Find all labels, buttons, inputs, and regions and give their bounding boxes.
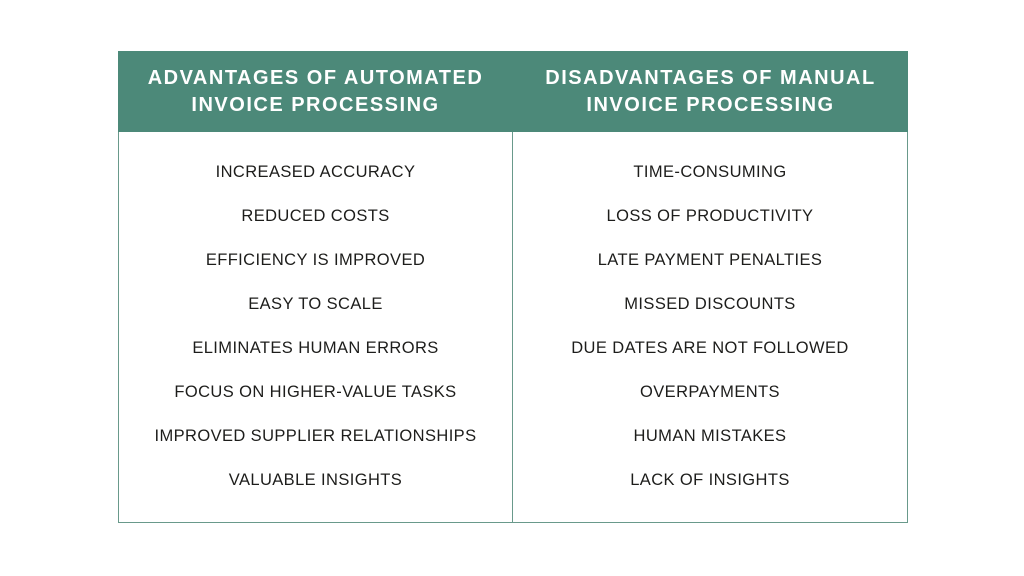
list-item: EASY TO SCALE: [248, 295, 383, 314]
list-item: OVERPAYMENTS: [640, 382, 780, 401]
list-item: REDUCED COSTS: [241, 207, 390, 226]
table-header-row: ADVANTAGES OF AUTOMATED INVOICE PROCESSI…: [118, 51, 908, 132]
header-advantages-line2: INVOICE PROCESSING: [191, 93, 440, 116]
header-disadvantages-line2: INVOICE PROCESSING: [586, 93, 835, 116]
list-item: DUE DATES ARE NOT FOLLOWED: [571, 338, 849, 357]
header-advantages-line1: ADVANTAGES OF AUTOMATED: [147, 66, 484, 89]
list-item: HUMAN MISTAKES: [633, 426, 787, 445]
list-item: LACK OF INSIGHTS: [630, 470, 790, 489]
disadvantages-column: TIME-CONSUMING LOSS OF PRODUCTIVITY LATE…: [513, 132, 907, 522]
list-item: LATE PAYMENT PENALTIES: [597, 251, 823, 270]
list-item: LOSS OF PRODUCTIVITY: [606, 207, 814, 226]
list-item: IMPROVED SUPPLIER RELATIONSHIPS: [154, 426, 477, 445]
list-item: INCREASED ACCURACY: [215, 163, 416, 182]
header-advantages: ADVANTAGES OF AUTOMATED INVOICE PROCESSI…: [118, 51, 513, 132]
advantages-column: INCREASED ACCURACY REDUCED COSTS EFFICIE…: [119, 132, 513, 522]
header-disadvantages-line1: DISADVANTAGES OF MANUAL: [545, 66, 876, 89]
list-item: EFFICIENCY IS IMPROVED: [205, 251, 426, 270]
table-body: INCREASED ACCURACY REDUCED COSTS EFFICIE…: [118, 132, 908, 523]
comparison-table: ADVANTAGES OF AUTOMATED INVOICE PROCESSI…: [118, 51, 908, 523]
list-item: TIME-CONSUMING: [633, 163, 787, 182]
list-item: MISSED DISCOUNTS: [624, 295, 796, 314]
list-item: ELIMINATES HUMAN ERRORS: [192, 338, 439, 357]
list-item: VALUABLE INSIGHTS: [228, 470, 403, 489]
list-item: FOCUS ON HIGHER-VALUE TASKS: [174, 382, 457, 401]
header-disadvantages: DISADVANTAGES OF MANUAL INVOICE PROCESSI…: [513, 51, 908, 132]
